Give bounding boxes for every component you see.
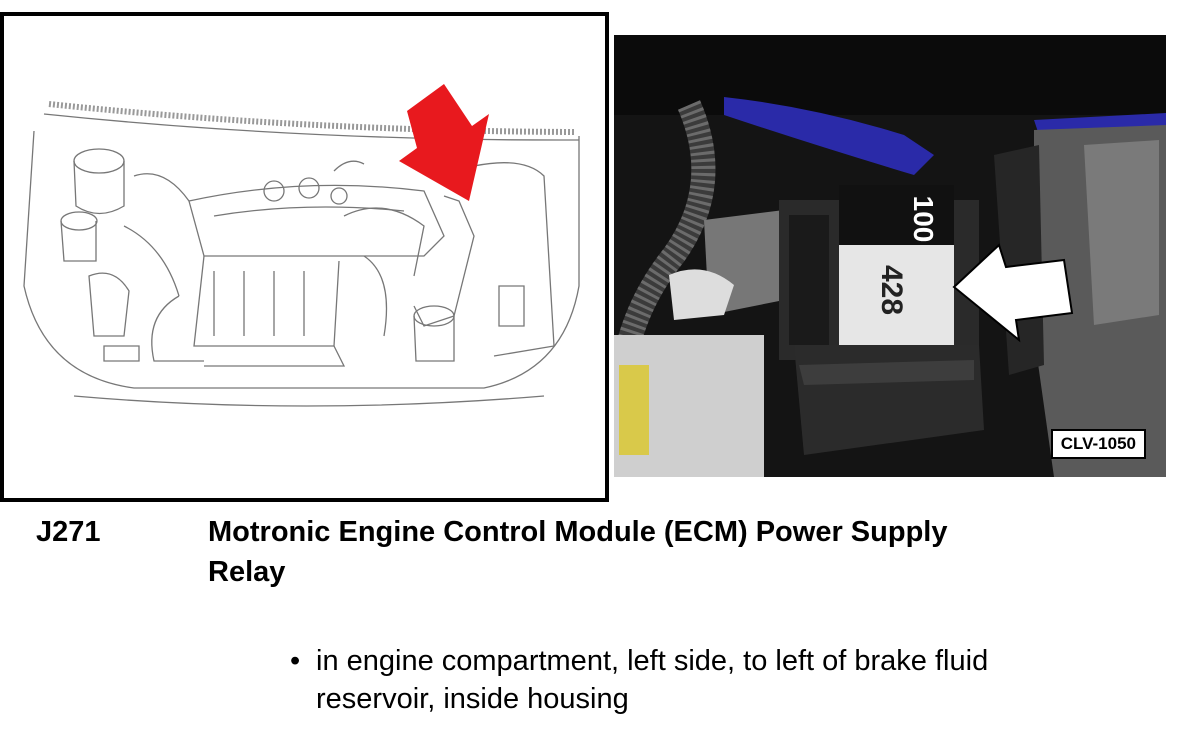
red-arrow-icon: [399, 84, 489, 201]
engine-bay-diagram: [0, 12, 609, 502]
figure-id-tag: CLV-1050: [1050, 429, 1146, 459]
location-text: in engine compartment, left side, to lef…: [316, 645, 989, 715]
relay-mark-428: 428: [875, 265, 908, 315]
component-title: Motronic Engine Control Module (ECM) Pow…: [208, 516, 948, 588]
relay-mark-100: 100: [908, 196, 939, 243]
relay-photo-image: 100 428: [614, 35, 1166, 477]
white-arrow-icon: [952, 243, 1074, 343]
component-code: J271: [36, 516, 101, 548]
engine-bay-line-drawing: [23, 84, 580, 407]
relay-photo: 100 428 CLV-1050: [614, 35, 1166, 477]
bullet-icon: •: [290, 645, 301, 677]
